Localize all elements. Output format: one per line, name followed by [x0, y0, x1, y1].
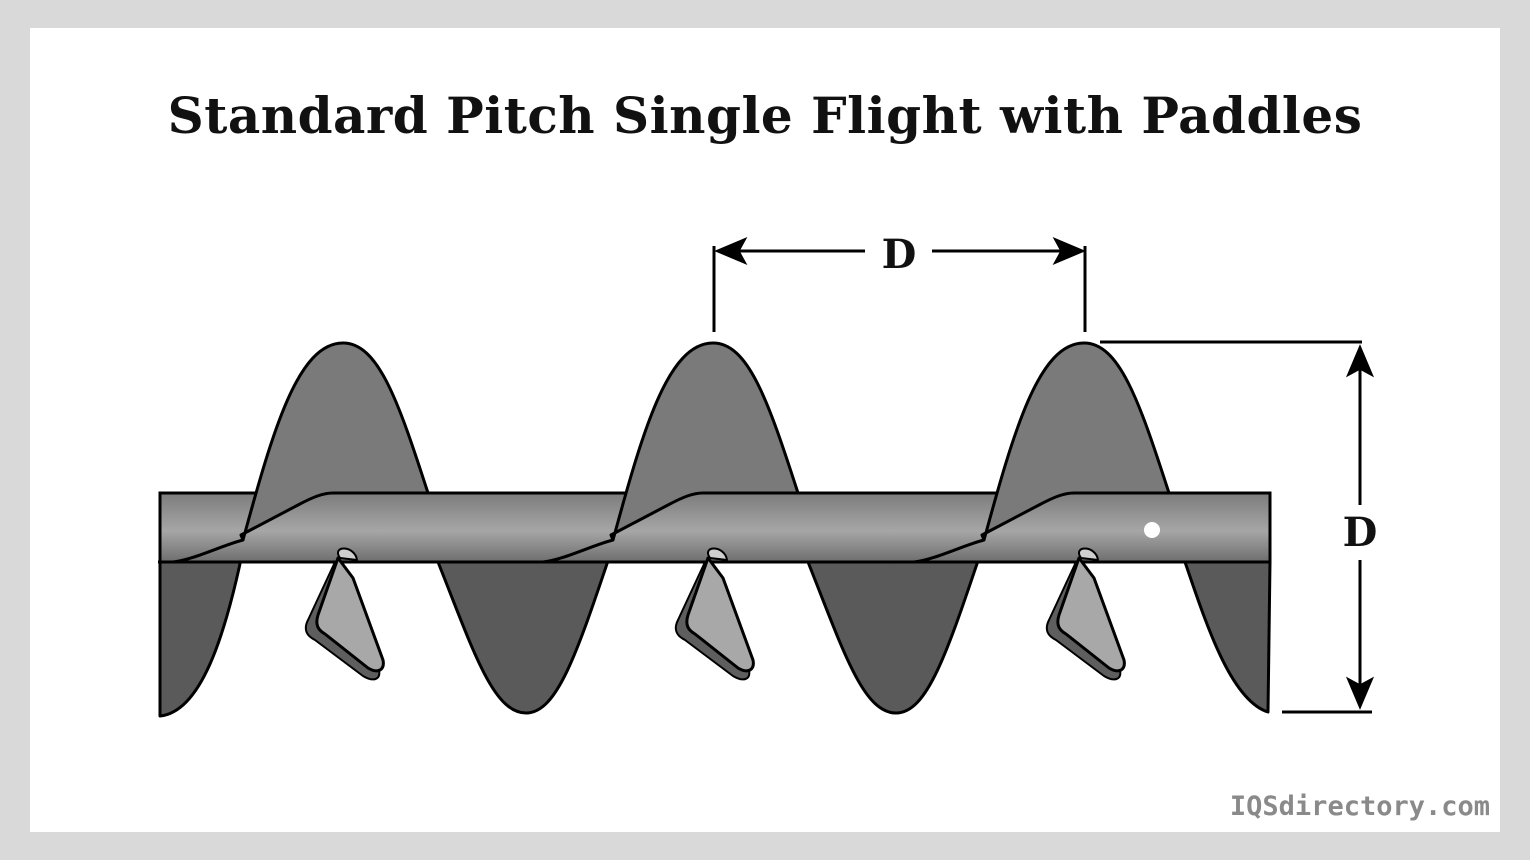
pitch-label: D	[882, 231, 917, 278]
paddle	[685, 556, 755, 673]
flight-back-lobes	[158, 538, 1272, 718]
paddles	[304, 547, 1126, 681]
paddle-bolt	[707, 547, 728, 561]
flight-back-lobe	[1183, 560, 1272, 714]
flight-front-lobe	[980, 341, 1171, 542]
flight-back-lobe	[158, 538, 247, 718]
diameter-dimension	[1100, 340, 1375, 714]
flight-back-lobe	[806, 538, 987, 715]
paddle-bolt	[337, 547, 358, 561]
helix-edge	[528, 538, 614, 564]
flight-front-lobes	[158, 341, 1171, 564]
pitch-dimension	[712, 236, 1087, 332]
shaft-hole	[1144, 522, 1160, 538]
flight-front-lobe	[609, 341, 800, 542]
diagram-title: Standard Pitch Single Flight with Paddle…	[167, 86, 1363, 145]
helix-edge	[158, 538, 244, 564]
flight-front-lobe	[239, 341, 430, 542]
diameter-label: D	[1343, 509, 1378, 556]
paddle	[1056, 556, 1126, 673]
paddle-bolt	[1078, 547, 1099, 561]
watermark: IQSdirectory.com	[1229, 791, 1490, 822]
paddle	[315, 556, 385, 673]
flight-back-lobe	[436, 538, 617, 715]
helix-edge	[899, 538, 985, 564]
